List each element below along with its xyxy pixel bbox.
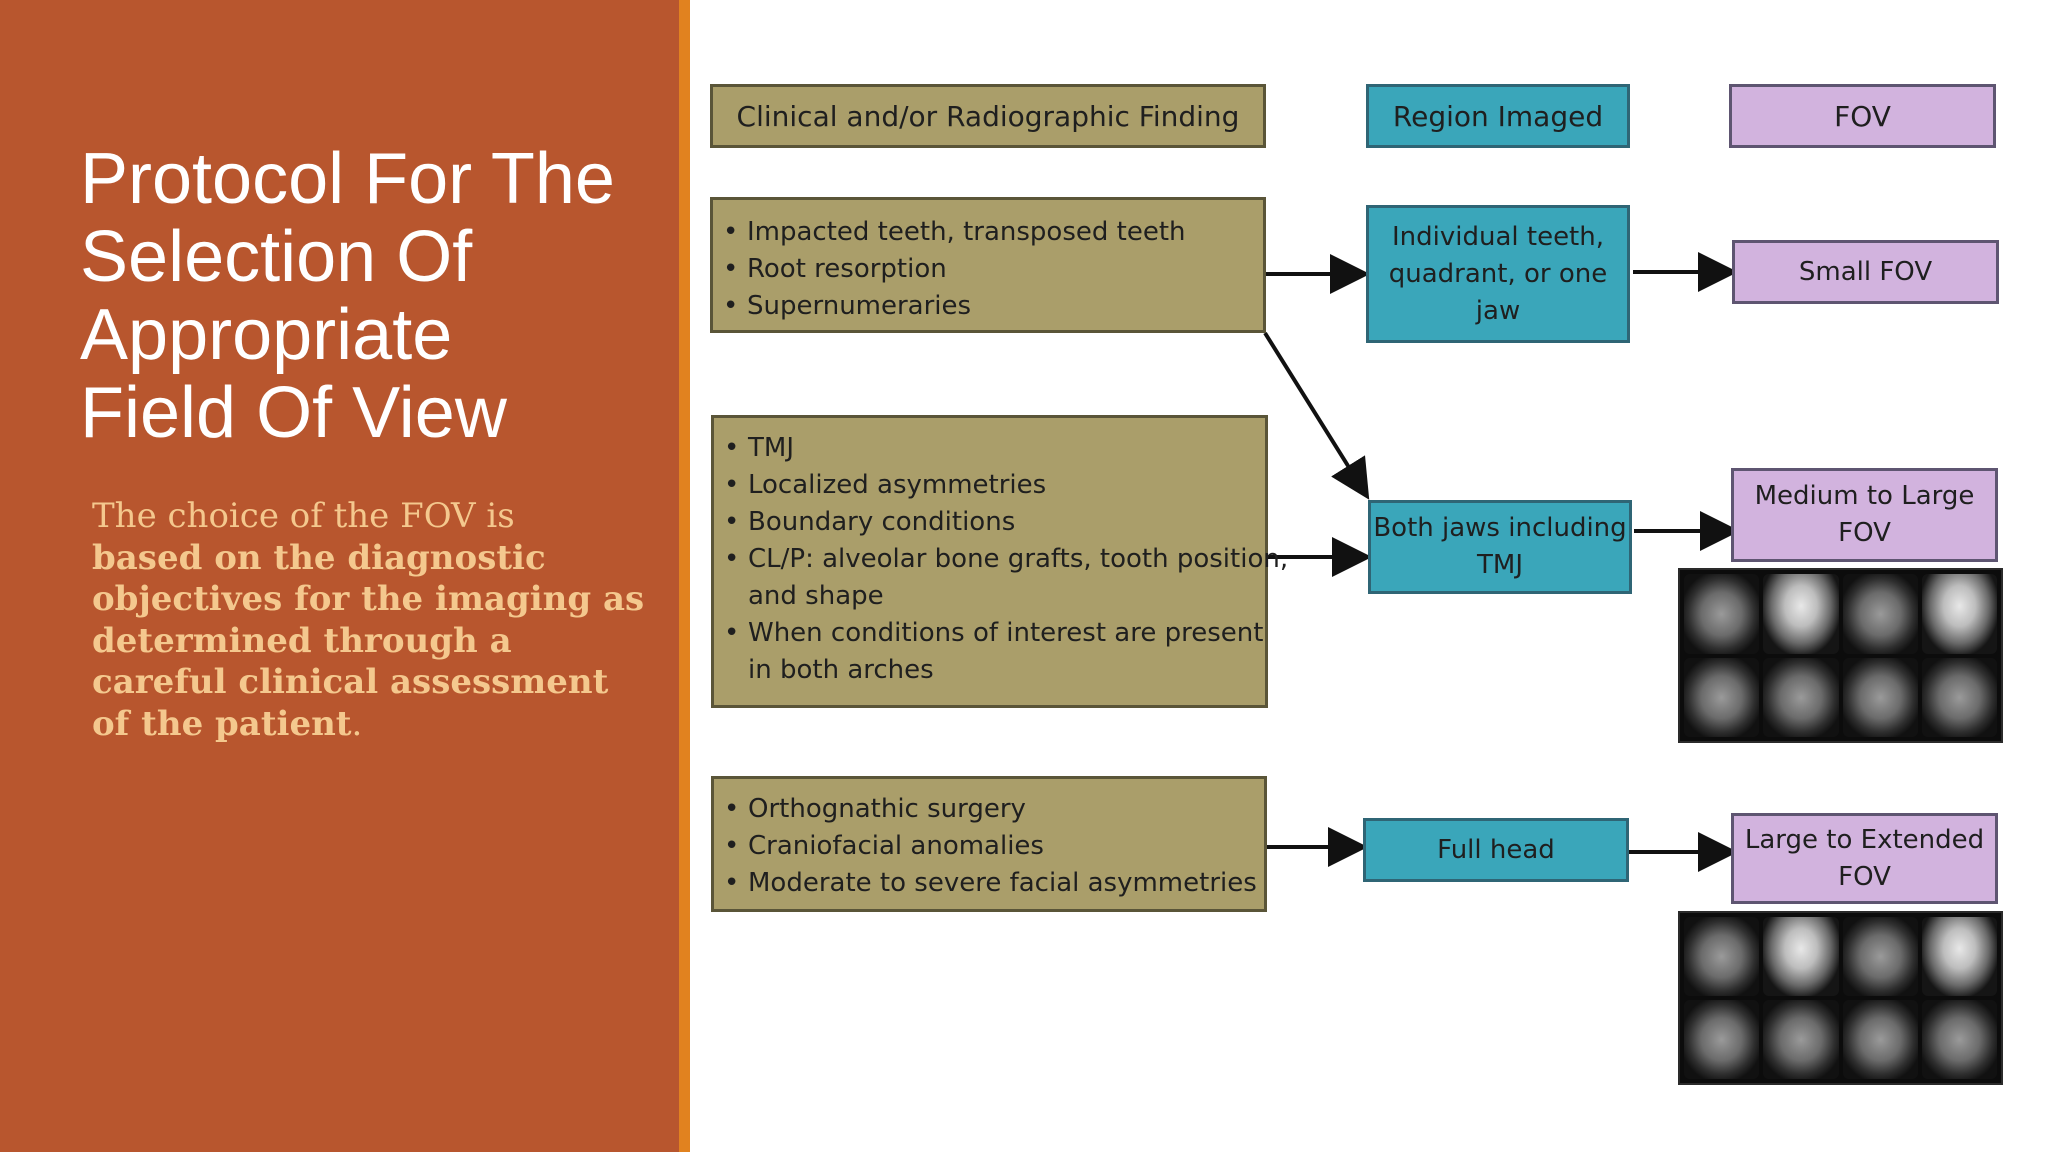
- header-region: Region Imaged: [1366, 84, 1630, 148]
- cbct-slice-image: [1921, 657, 1997, 737]
- cbct-slice-image: [1763, 1000, 1839, 1079]
- fov-line: FOV: [1838, 518, 1891, 548]
- fov-line: Small FOV: [1798, 256, 1933, 287]
- region-box-3: Full head: [1363, 818, 1629, 882]
- cbct-slice-image: [1842, 657, 1918, 737]
- header-finding: Clinical and/or Radiographic Finding: [710, 84, 1266, 148]
- cbct-slice-image: [1684, 657, 1760, 737]
- finding-box-1: Impacted teeth, transposed teeth Root re…: [710, 197, 1266, 333]
- finding-item-line: CL/P: alveolar bone grafts, tooth positi…: [748, 544, 1289, 574]
- slide-title: Protocol For The Selection Of Appropriat…: [80, 140, 660, 452]
- title-line: Field Of View: [80, 373, 507, 453]
- region-line: Full head: [1437, 834, 1555, 865]
- title-line: Protocol For The: [80, 139, 615, 219]
- region-line: jaw: [1475, 295, 1521, 326]
- region-line: TMJ: [1477, 550, 1523, 580]
- cbct-slice-image: [1684, 1000, 1760, 1079]
- finding-list-1: Impacted teeth, transposed teeth Root re…: [713, 214, 1263, 325]
- cbct-3d-render-image: [1921, 574, 1997, 654]
- body-paragraph: The choice of the FOV is based on the di…: [92, 496, 652, 745]
- finding-item: CL/P: alveolar bone grafts, tooth positi…: [714, 541, 1289, 615]
- title-line: Selection Of: [80, 217, 473, 297]
- finding-list-3: Orthognathic surgery Craniofacial anomal…: [714, 791, 1264, 902]
- cbct-slice-image: [1763, 657, 1839, 737]
- fov-flow-diagram: Clinical and/or Radiographic Finding Reg…: [690, 0, 2048, 1152]
- fov-box-2: Medium to Large FOV: [1731, 468, 1998, 562]
- fov-line: Large to Extended: [1744, 824, 1985, 855]
- header-finding-label: Clinical and/or Radiographic Finding: [736, 99, 1240, 133]
- body-line: careful clinical assessment: [92, 662, 609, 702]
- cbct-slice-image: [1842, 574, 1918, 654]
- fov-box-3: Large to Extended FOV: [1731, 813, 1998, 904]
- left-panel: Protocol For The Selection Of Appropriat…: [0, 0, 679, 1152]
- header-fov: FOV: [1729, 84, 1996, 148]
- finding-item: Impacted teeth, transposed teeth: [713, 214, 1263, 251]
- region-line: Both jaws including: [1373, 513, 1627, 543]
- flow-arrows: [1263, 252, 1740, 872]
- finding-item: When conditions of interest are present i…: [714, 615, 1265, 689]
- cbct-slice-image: [1684, 917, 1760, 996]
- cbct-3d-render-image: [1763, 574, 1839, 654]
- finding-item: Localized asymmetries: [714, 467, 1265, 504]
- finding-item: Orthognathic surgery: [714, 791, 1264, 828]
- body-line-last: of the patient.: [92, 704, 652, 746]
- finding-item: Moderate to severe facial asymmetries: [714, 865, 1264, 902]
- body-line: of the patient: [92, 703, 352, 744]
- finding-item-line: in both arches: [748, 655, 934, 685]
- body-line: objectives for the imaging as: [92, 579, 645, 619]
- finding-item: Craniofacial anomalies: [714, 828, 1264, 865]
- finding-box-2: TMJ Localized asymmetries Boundary condi…: [711, 415, 1289, 708]
- finding-item: Root resorption: [713, 251, 1263, 288]
- finding-item-line: and shape: [748, 581, 884, 611]
- body-line: based on the diagnostic: [92, 537, 546, 578]
- fov-line: FOV: [1838, 861, 1891, 892]
- finding-item-line: When conditions of interest are present: [748, 618, 1264, 648]
- cbct-3d-render-image: [1921, 917, 1997, 996]
- fov-box-1: Small FOV: [1732, 240, 1999, 304]
- region-box-2: Both jaws including TMJ: [1368, 500, 1632, 594]
- cbct-slice-image: [1842, 917, 1918, 996]
- cbct-slice-image: [1921, 1000, 1997, 1079]
- body-line: determined through a: [92, 620, 512, 661]
- cbct-scan-thumbnails-medium: [1678, 568, 2003, 743]
- finding-list-2: TMJ Localized asymmetries Boundary condi…: [714, 430, 1289, 689]
- accent-bar: [679, 0, 690, 1152]
- cbct-scan-thumbnails-large: [1678, 911, 2003, 1085]
- finding-item: Boundary conditions: [714, 504, 1265, 541]
- header-fov-label: FOV: [1834, 99, 1891, 133]
- fov-line: Medium to Large: [1754, 481, 1975, 511]
- title-line: Appropriate: [80, 295, 453, 375]
- body-line: The choice of the FOV is: [92, 496, 515, 536]
- cbct-slice-image: [1684, 574, 1760, 654]
- body-period: .: [351, 703, 363, 744]
- cbct-slice-image: [1842, 1000, 1918, 1079]
- finding-item: Supernumeraries: [713, 288, 1263, 325]
- cbct-3d-render-image: [1763, 917, 1839, 996]
- finding-box-3: Orthognathic surgery Craniofacial anomal…: [711, 776, 1267, 912]
- region-line: Individual teeth,: [1391, 221, 1604, 252]
- region-line: quadrant, or one: [1388, 258, 1608, 289]
- region-box-1: Individual teeth, quadrant, or one jaw: [1366, 205, 1630, 343]
- header-region-label: Region Imaged: [1392, 99, 1604, 133]
- arrow-finding1-to-region2: [1263, 331, 1370, 500]
- finding-item: TMJ: [714, 430, 1265, 467]
